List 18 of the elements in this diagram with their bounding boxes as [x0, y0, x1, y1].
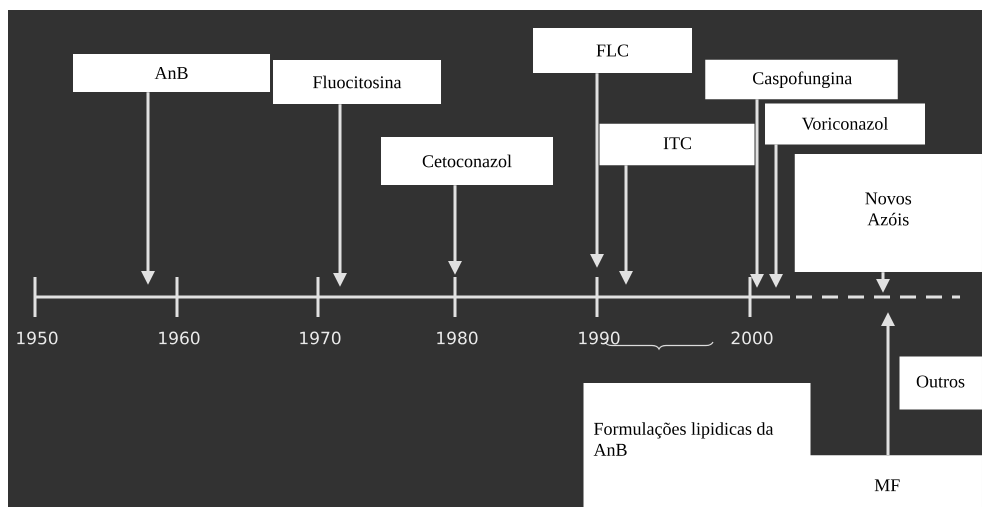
year-label: 2000	[732, 332, 772, 344]
label-box: Voriconazol	[765, 104, 925, 144]
year-label: 1970	[300, 332, 340, 344]
label-box: FLC	[533, 28, 692, 73]
label-box: Outros	[900, 356, 982, 410]
label-box: AnB	[73, 54, 270, 92]
label-box: ITC	[600, 124, 754, 166]
label-box: Formulações lipidicas da AnB	[584, 383, 810, 507]
node-label: MF	[874, 479, 900, 492]
year-label: 1950	[17, 332, 58, 344]
label-box: MF	[794, 455, 982, 507]
year-label: 1990	[579, 332, 620, 344]
year-label: 1980	[437, 332, 478, 344]
label-box: Novos Azóis	[794, 154, 982, 272]
label-box: Cetoconazol	[381, 137, 553, 185]
label-box: Caspofungina	[705, 60, 898, 100]
year-label: 1960	[159, 332, 200, 344]
label-box: Fluocitosina	[273, 60, 441, 104]
